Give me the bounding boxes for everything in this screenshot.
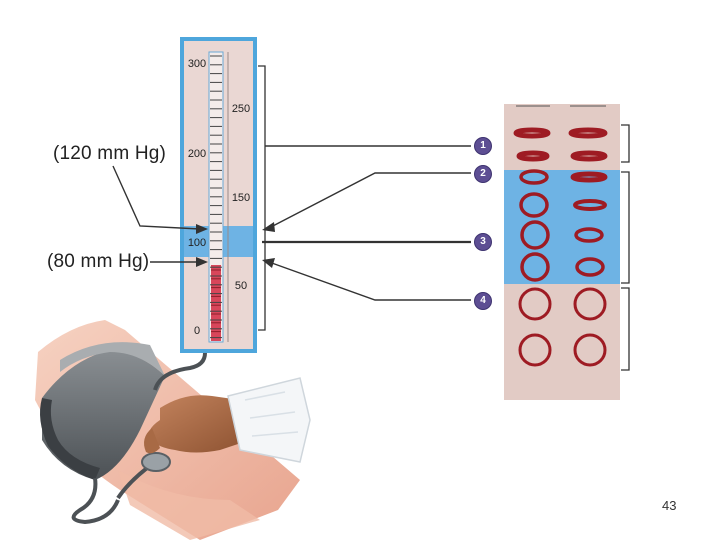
marker-3: 3 (474, 233, 492, 251)
artery-cross-section (519, 169, 549, 185)
artery-cross-section (513, 127, 551, 139)
scale-right-50: 50 (234, 280, 248, 292)
scale-right-150: 150 (231, 192, 251, 204)
marker-2: 2 (474, 165, 492, 183)
scale-left-0: 0 (193, 325, 201, 337)
systolic-label: (120 mm Hg) (53, 143, 167, 164)
artery-cross-section (520, 220, 550, 250)
diastolic-label: (80 mm Hg) (47, 251, 150, 272)
artery-cross-section (520, 252, 550, 282)
marker-4: 4 (474, 292, 492, 310)
artery-cross-section (518, 287, 552, 321)
scale-left-300: 300 (187, 58, 207, 70)
gauge-bracket (258, 65, 266, 331)
marker-2-number: 2 (474, 165, 492, 183)
stage-brackets (621, 124, 630, 371)
scale-left-100: 100 (187, 237, 207, 249)
artery-cross-section (568, 127, 608, 139)
artery-cross-section (516, 150, 550, 162)
marker-3-number: 3 (474, 233, 492, 251)
artery-cross-section (519, 192, 549, 218)
mercury-gauge (180, 37, 257, 353)
page-number: 43 (662, 498, 677, 513)
marker-1-number: 1 (474, 137, 492, 155)
artery-cross-section (574, 227, 604, 243)
scale-right-250: 250 (231, 103, 251, 115)
arm-cuff-illustration (35, 320, 311, 540)
marker-1: 1 (474, 137, 492, 155)
label-leader-lines (112, 165, 201, 263)
scale-left-200: 200 (187, 148, 207, 160)
artery-cross-section (573, 287, 607, 321)
marker-4-number: 4 (474, 292, 492, 310)
connector-arrowheads (196, 222, 275, 268)
connector-lines (262, 145, 471, 301)
artery-cross-section (570, 171, 608, 183)
artery-cross-section (570, 150, 608, 162)
artery-cross-section (573, 199, 607, 211)
artery-cross-section (573, 333, 607, 367)
artery-cross-section (575, 257, 605, 277)
mercury-column (211, 265, 221, 341)
artery-panel (504, 104, 620, 400)
artery-cross-section (518, 333, 552, 367)
